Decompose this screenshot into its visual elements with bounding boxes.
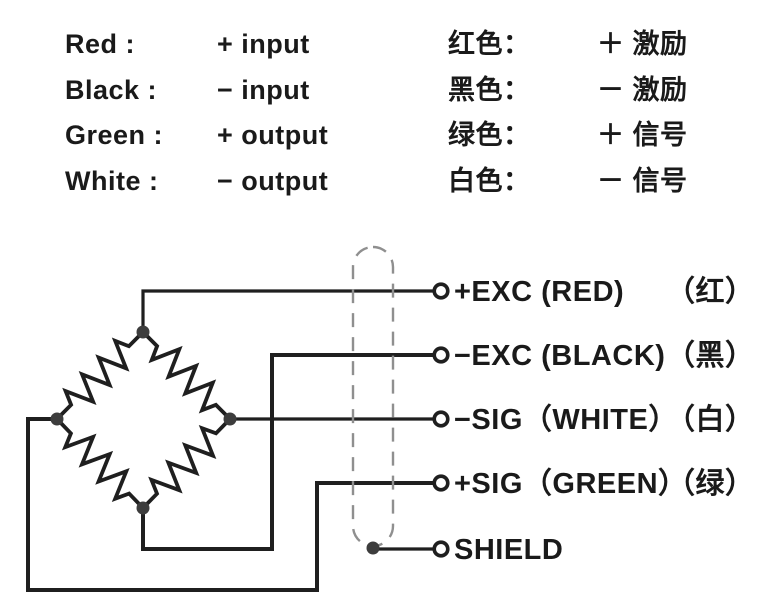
bridge-resistor [141, 417, 232, 510]
terminal-label-shield: SHIELD [454, 534, 563, 566]
legend-label: 白色： [448, 165, 531, 196]
shield-junction-dot [366, 541, 380, 555]
legend-label: Black : [65, 74, 158, 105]
wires [26, 289, 434, 592]
legend-value: － 激励 [597, 74, 688, 105]
legend-value: + input [217, 29, 310, 59]
bridge-resistor [55, 330, 145, 421]
terminal-neg-exc [432, 346, 450, 364]
legend-row-white: White : − output [65, 159, 395, 205]
terminal-pos-exc [432, 282, 450, 300]
bridge-resistor [141, 330, 232, 421]
terminal-rings [432, 282, 450, 558]
bridge-node-top [136, 325, 150, 339]
terminal-neg-sig [432, 410, 450, 428]
legend-value: － 信号 [597, 165, 688, 196]
bridge-node-left [50, 412, 64, 426]
legend-value: − output [217, 165, 329, 196]
terminal-pos-sig [432, 474, 450, 492]
legend-value: ＋ 信号 [597, 120, 688, 150]
terminal-label-neg-sig: −SIG（WHITE） [454, 403, 678, 436]
legend-label: 红色： [448, 29, 531, 59]
legend-value: − input [217, 74, 310, 105]
wheatstone-bridge [55, 330, 232, 510]
legend-row-black: Black : − input [65, 68, 395, 114]
legend-row-white-cn: 白色： － 信号 [448, 159, 748, 205]
bridge-resistor [55, 417, 145, 510]
legend-row-green-cn: 绿色： ＋ 信号 [448, 113, 748, 159]
legend-label: Green : [65, 120, 164, 150]
wire-pos-sig [26, 417, 434, 592]
terminal-label-neg-exc: −EXC (BLACK) [454, 340, 665, 372]
wire-neg-exc [141, 353, 434, 551]
terminal-label-neg-sig-cn: （白） [666, 403, 755, 436]
legend-label: Red : [65, 29, 135, 59]
legend-row-black-cn: 黑色： － 激励 [448, 68, 748, 114]
legend-label: 绿色： [448, 120, 531, 150]
terminal-label-pos-exc: +EXC (RED) [454, 276, 624, 308]
legend-row-red: Red : + input [65, 22, 395, 68]
legend-value: + output [217, 120, 329, 150]
terminal-label-pos-exc-cn: （红） [666, 275, 755, 308]
bridge-node-bottom [136, 501, 150, 515]
terminal-label-pos-sig: +SIG（GREEN） [454, 467, 688, 500]
terminal-label-neg-exc-cn: （黑） [666, 339, 755, 372]
terminal-label-pos-sig-cn: （绿） [666, 467, 755, 500]
junction-dots [50, 325, 380, 555]
legend-label: 黑色： [448, 74, 531, 105]
legend-label: White : [65, 165, 159, 196]
legend-chinese: 红色： ＋ 激励 黑色： － 激励 绿色： ＋ 信号 白色： － 信号 [448, 22, 748, 204]
legend-value: ＋ 激励 [597, 29, 688, 59]
bridge-node-right [223, 412, 237, 426]
wire-pos-exc [141, 289, 434, 332]
legend-row-red-cn: 红色： ＋ 激励 [448, 22, 748, 68]
legend-english: Red : + input Black : − input Green : + … [65, 22, 395, 204]
legend-row-green: Green : + output [65, 113, 395, 159]
terminal-shield [432, 540, 450, 558]
terminal-labels: +EXC (RED) （红） −EXC (BLACK) （黑） −SIG（WHI… [454, 275, 755, 566]
